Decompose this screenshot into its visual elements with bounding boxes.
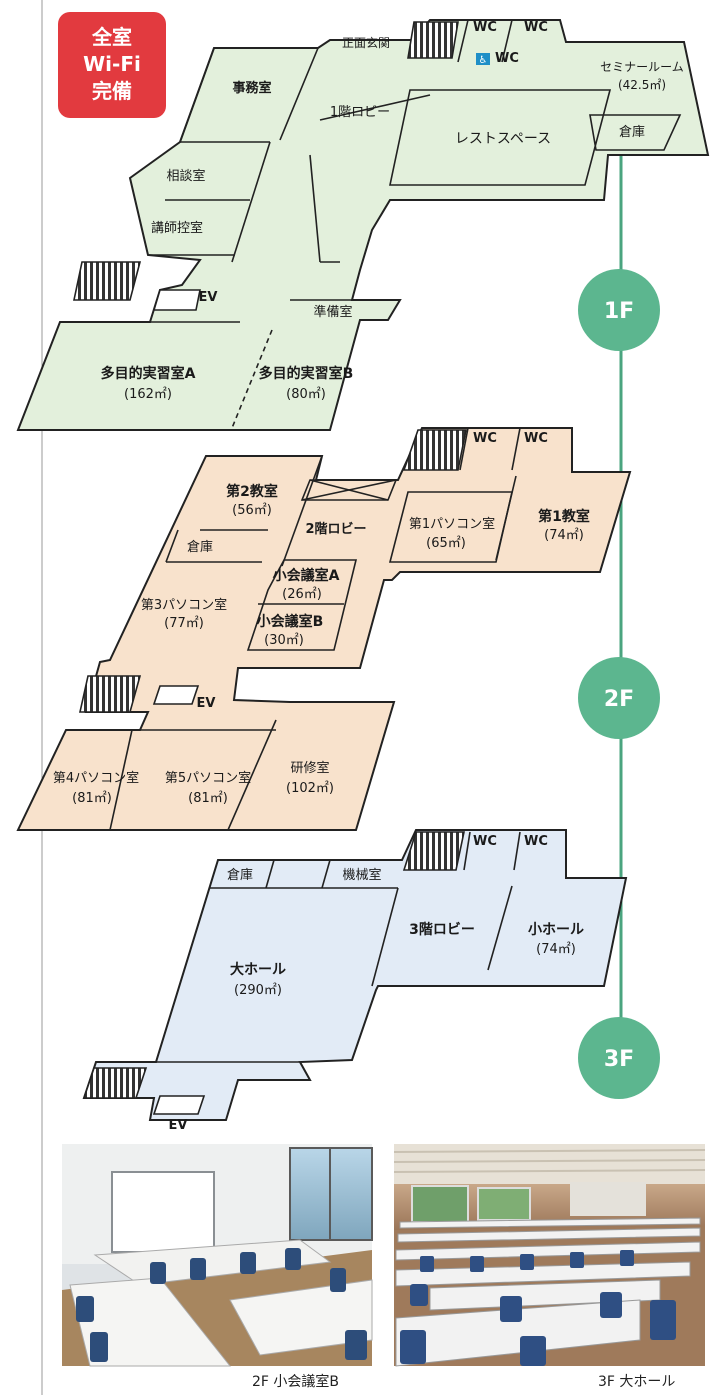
label-wc-1f-a: WC [473, 20, 497, 35]
label-pc3: 第3パソコン室 [141, 597, 227, 613]
label-meeting-a-area: (26㎡) [282, 587, 322, 602]
label-wc-3f-a: WC [473, 834, 497, 849]
photo-meeting-room-b [62, 1144, 373, 1367]
floor-3f-walls [82, 831, 521, 1115]
label-wc-1f-c: WC [495, 51, 519, 66]
label-ev-2f: EV [197, 696, 216, 711]
floor-2f-walls [66, 427, 521, 831]
label-seminar: セミナールーム [600, 60, 684, 74]
svg-text:1F: 1F [604, 299, 634, 324]
label-storage-2f: 倉庫 [187, 540, 213, 555]
label-ev-1f: EV [199, 290, 218, 305]
label-lobby-2f: 2階ロビー [305, 521, 366, 537]
label-pc4: 第4パソコン室 [53, 770, 139, 786]
label-wc-3f-b: WC [524, 834, 548, 849]
label-small-hall: 小ホール [528, 922, 584, 938]
caption-meeting-room-b: 2F 小会議室B [252, 1374, 340, 1390]
svg-text:2F: 2F [604, 687, 634, 712]
label-pc3-area: (77㎡) [164, 616, 204, 631]
label-lecturer: 講師控室 [151, 220, 203, 236]
label-pc4-area: (81㎡) [72, 791, 112, 806]
wifi-badge-line3: 完備 [92, 79, 132, 103]
label-storage-1f: 倉庫 [619, 125, 645, 140]
label-ev-3f: EV [169, 1118, 188, 1133]
label-pc5: 第5パソコン室 [165, 770, 251, 786]
label-meeting-b-area: (30㎡) [264, 633, 304, 648]
label-wc-2f-b: WC [524, 431, 548, 446]
label-meeting-b: 小会議室B [257, 613, 324, 630]
label-class1-area: (74㎡) [544, 528, 584, 543]
floor-badge-2f: 2F [578, 657, 660, 739]
label-multi-b: 多目的実習室B [259, 365, 354, 382]
wifi-badge: 全室 Wi-Fi 完備 [58, 12, 166, 118]
label-wc-1f-b: WC [524, 20, 548, 35]
label-meeting-a: 小会議室A [273, 567, 340, 584]
label-class2: 第2教室 [226, 483, 278, 500]
label-office: 事務室 [232, 80, 271, 96]
label-lobby-3f: 3階ロビー [409, 921, 475, 938]
floor-1f-labels: 正面玄関 WC WC WC セミナールーム (42.5㎡) 倉庫 事務室 1階ロ… [101, 20, 684, 402]
label-pc5-area: (81㎡) [188, 791, 228, 806]
label-wc-2f-a: WC [473, 431, 497, 446]
label-multi-a-area: (162㎡) [124, 387, 172, 402]
label-lobby-1f: 1階ロビー [330, 105, 390, 120]
floor-1f-walls [60, 19, 682, 429]
label-entrance: 正面玄関 [342, 35, 390, 50]
label-class2-area: (56㎡) [232, 503, 272, 518]
label-multi-a: 多目的実習室A [101, 365, 196, 382]
floor-2f-labels: WC WC 第2教室 (56㎡) 2階ロビー 第1パソコン室 (65㎡) 第1教… [53, 431, 590, 806]
wifi-badge-line2: Wi-Fi [83, 52, 141, 76]
wheelchair-icon-glyph: ♿ [479, 55, 488, 66]
label-big-hall: 大ホール [230, 961, 286, 978]
label-training: 研修室 [290, 760, 329, 776]
label-pc1: 第1パソコン室 [409, 516, 495, 532]
caption-big-hall: 3F 大ホール [598, 1374, 676, 1390]
label-storage-3f: 倉庫 [227, 868, 253, 883]
label-small-hall-area: (74㎡) [536, 942, 576, 957]
wheelchair-icon [476, 53, 490, 65]
label-big-hall-area: (290㎡) [234, 983, 282, 998]
floor-badge-1f: 1F [578, 269, 660, 351]
label-rest-space: レストスペース [455, 131, 551, 147]
floor-badge-3f: 3F [578, 1017, 660, 1099]
label-training-area: (102㎡) [286, 781, 334, 796]
label-seminar-area: (42.5㎡) [618, 78, 666, 92]
label-multi-b-area: (80㎡) [286, 387, 326, 402]
label-consult: 相談室 [166, 168, 205, 184]
wifi-badge-line1: 全室 [92, 25, 132, 49]
label-machine-room: 機械室 [342, 867, 381, 883]
svg-text:3F: 3F [604, 1047, 634, 1072]
label-pc1-area: (65㎡) [426, 536, 466, 551]
floor-3f-labels: WC WC 倉庫 機械室 3階ロビー 小ホール (74㎡) 大ホール (290㎡… [169, 834, 584, 1133]
photo-big-hall [393, 1144, 706, 1367]
label-class1: 第1教室 [538, 508, 590, 525]
label-prep: 準備室 [313, 304, 352, 320]
